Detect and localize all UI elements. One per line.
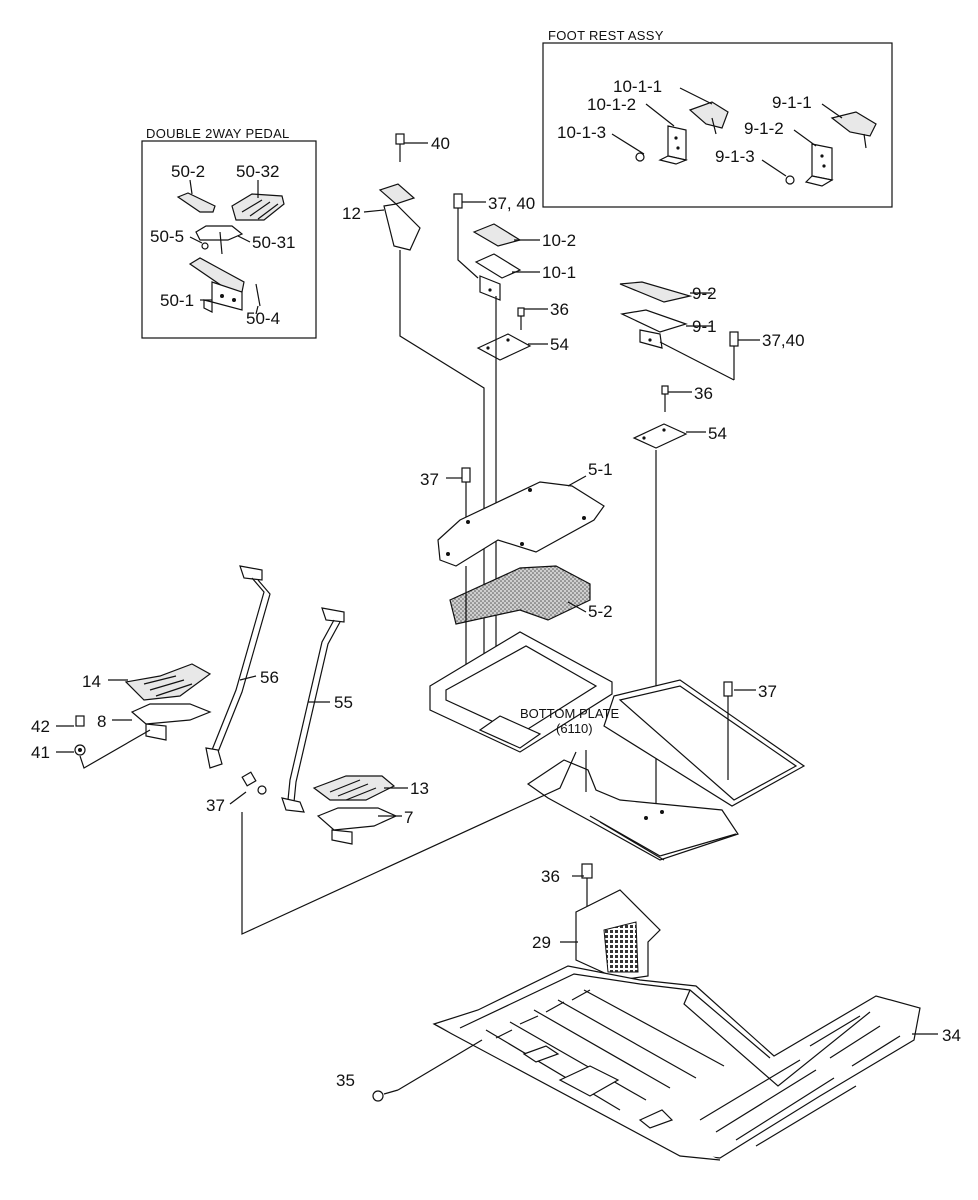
- pedal-12: [378, 183, 421, 251]
- label-10-1-1: 10-1-1: [613, 77, 662, 96]
- bolt-37-b: [723, 681, 733, 780]
- callout-37-40-a: 37, 40: [488, 194, 535, 213]
- label-9-1-2: 9-1-2: [744, 119, 784, 138]
- callout-10-1: 10-1: [542, 263, 576, 282]
- callout-5-2: 5-2: [588, 602, 613, 621]
- plate-54-a: [476, 333, 532, 361]
- part-10-1: [474, 253, 522, 301]
- bracket-7: [316, 807, 398, 845]
- label-50-1: 50-1: [160, 291, 194, 310]
- bolt-40: [395, 133, 405, 162]
- callout-34: 34: [942, 1026, 961, 1045]
- label-50-4: 50-4: [246, 309, 280, 328]
- part-50-32: [231, 193, 285, 221]
- rod-55: [281, 607, 345, 813]
- callout-13: 13: [410, 779, 429, 798]
- callout-37-b: 37: [758, 682, 777, 701]
- part-5-2: [449, 565, 591, 625]
- part-10-1-3: [635, 152, 645, 162]
- callout-9-1: 9-1: [692, 317, 717, 336]
- inset-title: DOUBLE 2WAY PEDAL: [146, 126, 290, 141]
- part-9-1-2: [804, 143, 834, 187]
- callout-37-a: 37: [420, 470, 439, 489]
- bolt-36-a: [517, 307, 525, 330]
- inset-title: FOOT REST ASSY: [548, 28, 664, 43]
- part-50-4: [255, 283, 261, 307]
- part-9-2: [619, 281, 693, 303]
- callout-35: 35: [336, 1071, 355, 1090]
- callout-37-c: 37: [206, 796, 225, 815]
- label-50-5: 50-5: [150, 227, 184, 246]
- callout-14: 14: [82, 672, 101, 691]
- bolt-37-40-b: [729, 331, 739, 380]
- label-50-31: 50-31: [252, 233, 295, 252]
- callout-5-1: 5-1: [588, 460, 613, 479]
- bolt-37-a: [461, 467, 471, 520]
- base-34: [432, 965, 921, 1161]
- bolt-36-b: [661, 385, 669, 412]
- bottom-plate-label: BOTTOM PLATE: [520, 706, 620, 721]
- washer-41: [74, 744, 86, 756]
- part-9-1-1: [830, 111, 877, 149]
- inset-foot-rest: FOOT REST ASSY 10-1-1 10-1-2 10-1-3: [542, 28, 893, 208]
- callout-29: 29: [532, 933, 551, 952]
- part-50-31: [195, 225, 244, 255]
- callout-40: 40: [431, 134, 450, 153]
- callout-56: 56: [260, 668, 279, 687]
- label-9-1-1: 9-1-1: [772, 93, 812, 112]
- part-9-1-3: [785, 175, 795, 185]
- callout-42: 42: [31, 717, 50, 736]
- callout-7: 7: [404, 808, 413, 827]
- part-50-2: [176, 192, 216, 213]
- label-50-32: 50-32: [236, 162, 279, 181]
- callout-41: 41: [31, 743, 50, 762]
- part-10-2: [472, 223, 522, 247]
- part-5-1: [437, 481, 605, 567]
- cover-29: [575, 889, 661, 981]
- callout-54-b: 54: [708, 424, 727, 443]
- label-9-1-3: 9-1-3: [715, 147, 755, 166]
- bolt-35: [372, 1089, 399, 1102]
- part-9-1: [620, 309, 688, 349]
- label-50-2: 50-2: [171, 162, 205, 181]
- inset-double-pedal: DOUBLE 2WAY PEDAL 50-2 50-3: [141, 126, 317, 339]
- callout-10-2: 10-2: [542, 231, 576, 250]
- callout-8: 8: [97, 712, 106, 731]
- part-10-1-2: [658, 125, 689, 165]
- bracket-8: [130, 703, 212, 741]
- callout-9-2: 9-2: [692, 284, 717, 303]
- part-10-1-1: [688, 101, 729, 135]
- label-10-1-2: 10-1-2: [587, 95, 636, 114]
- callout-36-a: 36: [550, 300, 569, 319]
- callout-12: 12: [342, 204, 361, 223]
- part-50-5: [201, 242, 209, 250]
- pedal-13: [312, 775, 396, 801]
- part-50-1: [188, 257, 245, 313]
- callout-54-a: 54: [550, 335, 569, 354]
- bottom-plate-right: [526, 679, 806, 861]
- inset-frame: [141, 140, 317, 339]
- callout-36-b: 36: [694, 384, 713, 403]
- plate-54-b: [632, 423, 688, 449]
- bottom-plate-code: (6110): [556, 721, 593, 736]
- callout-37-40-b: 37,40: [762, 331, 805, 350]
- callout-55: 55: [334, 693, 353, 712]
- rod-56: [205, 565, 271, 769]
- callout-36-c: 36: [541, 867, 560, 886]
- label-10-1-3: 10-1-3: [557, 123, 606, 142]
- inset-frame: [542, 42, 893, 208]
- bottom-plate-left: [429, 631, 613, 753]
- bolt-37-40-a: [453, 193, 479, 279]
- bolt-42: [75, 715, 85, 727]
- pedal-14: [124, 663, 212, 701]
- bolt-37-c: [241, 771, 267, 795]
